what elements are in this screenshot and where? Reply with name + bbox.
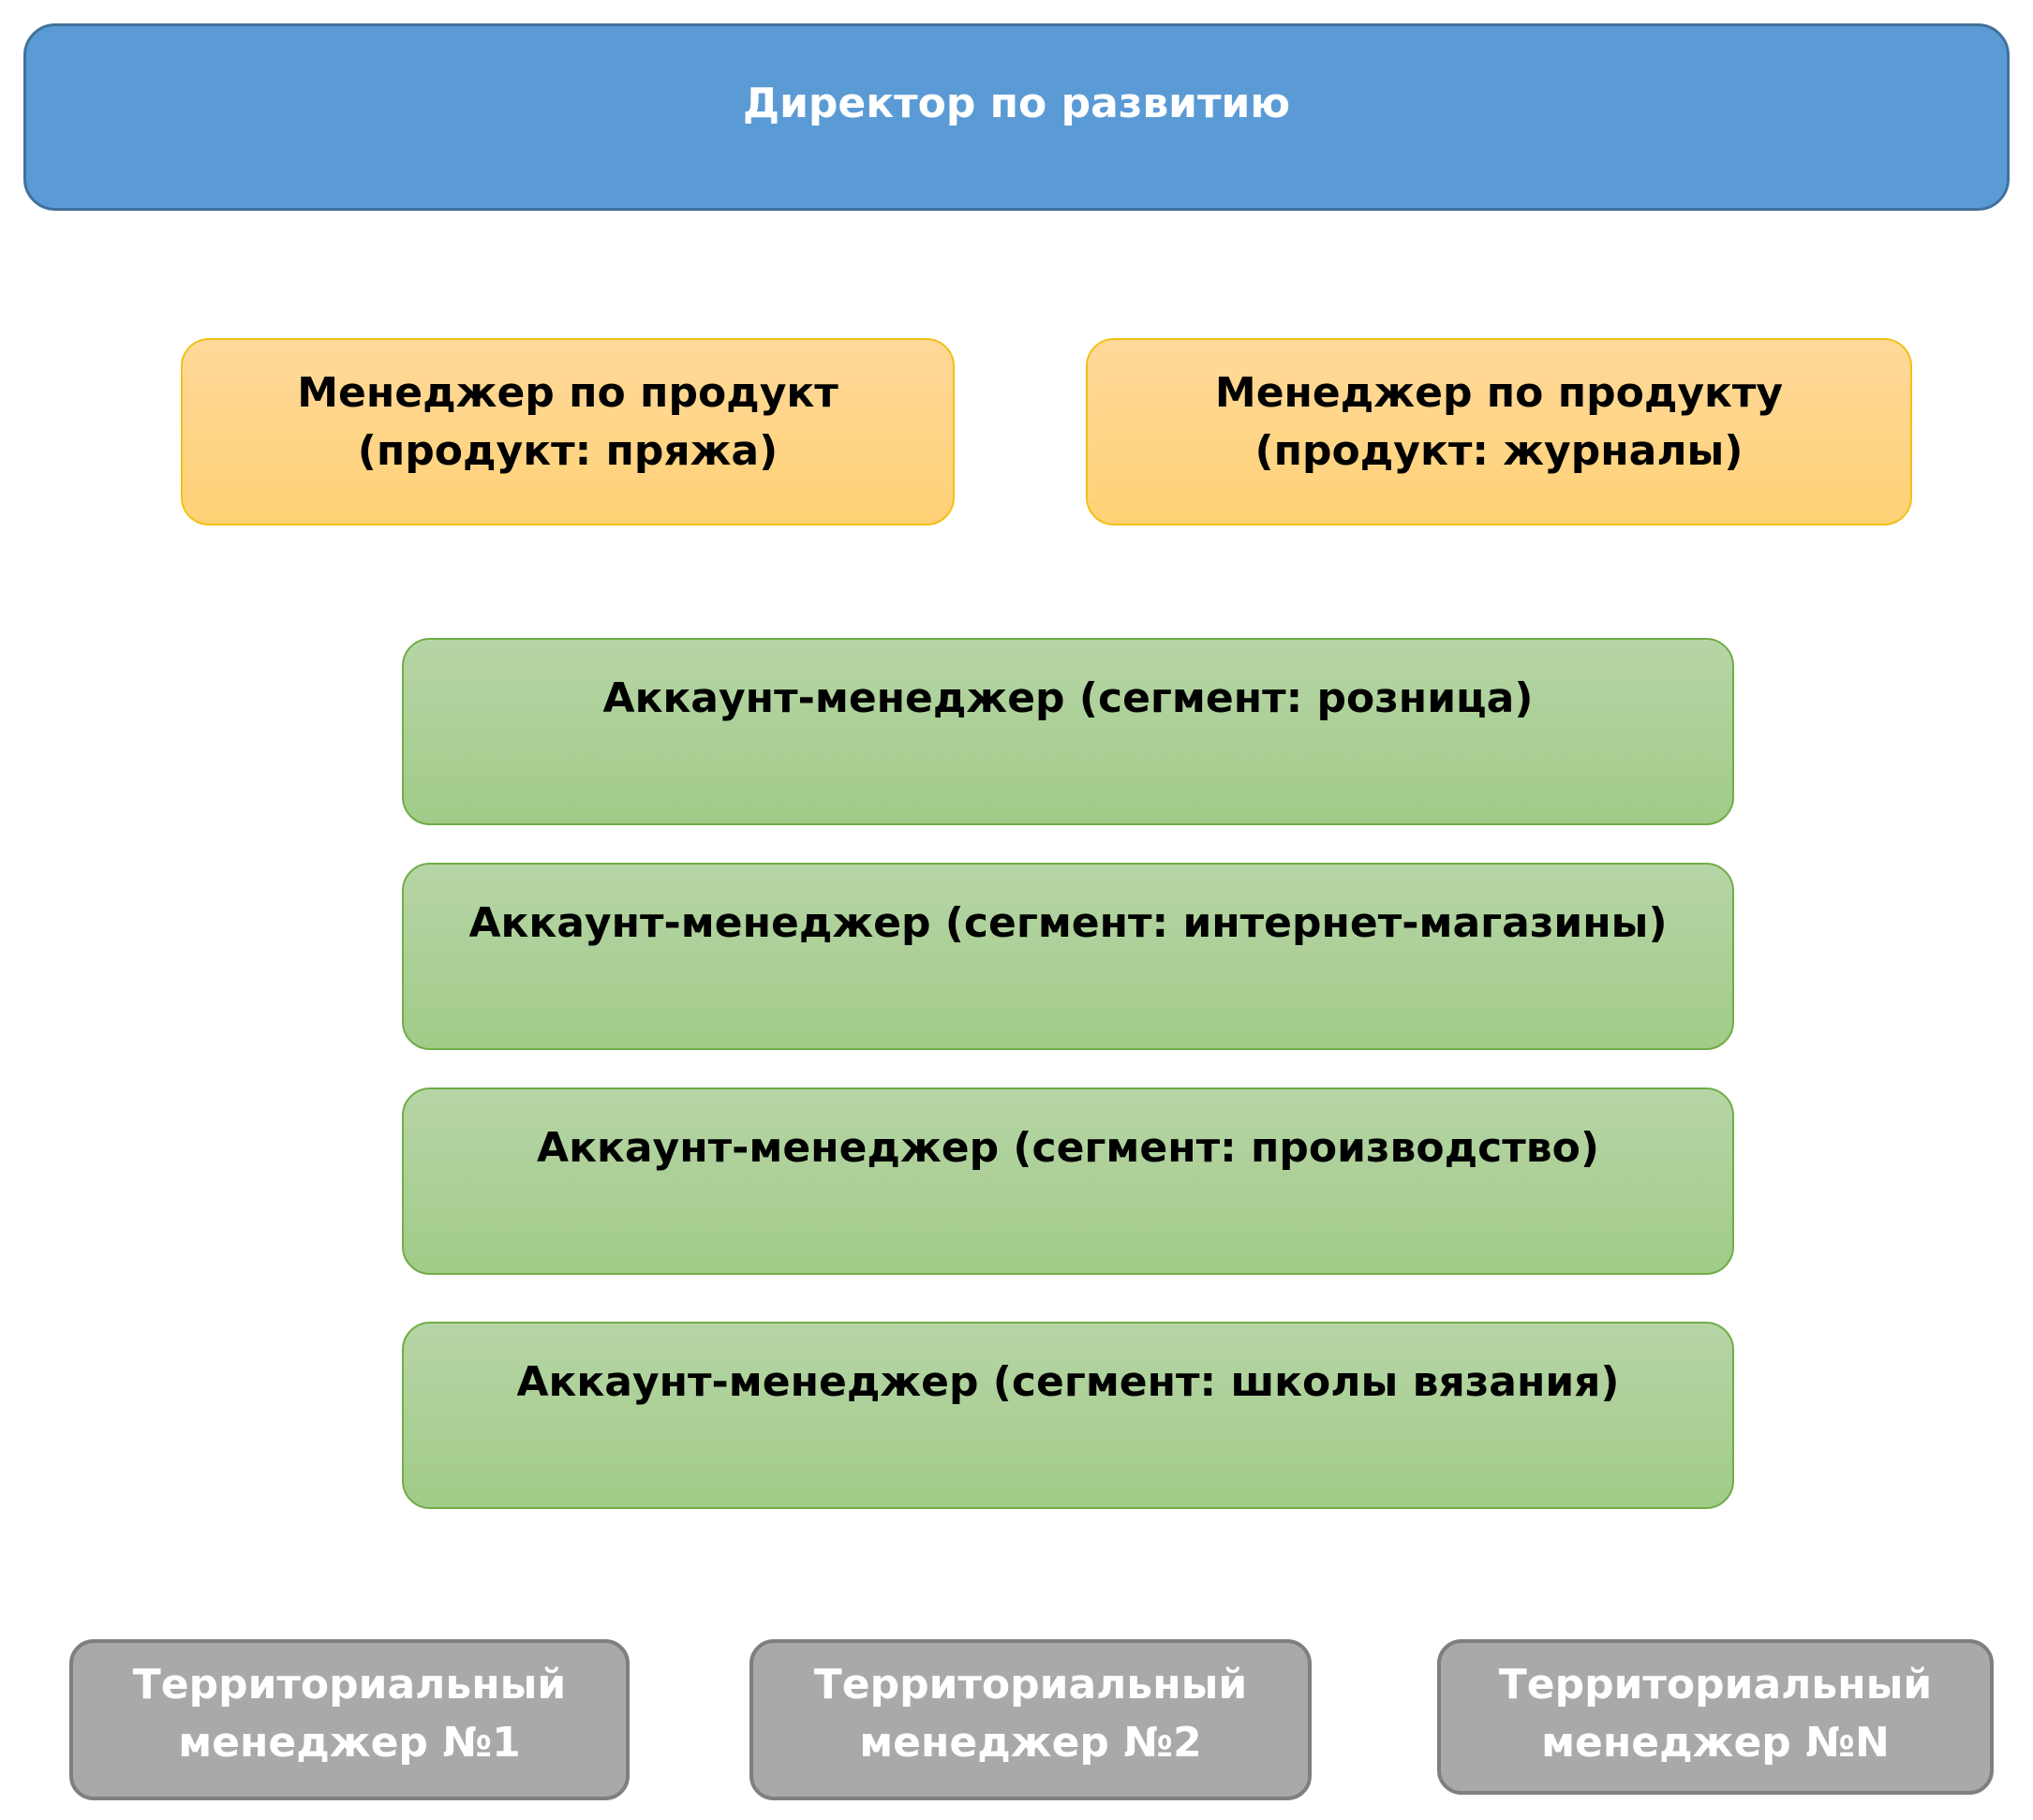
product-manager-title: Менеджер по продукту	[1214, 369, 1784, 417]
territorial-manager-title: Территориальный	[813, 1661, 1248, 1709]
director-title: Директор по развитию	[742, 80, 1291, 127]
territorial-manager-box-1: Территориальный менеджер №1	[69, 1639, 630, 1800]
product-manager-product: (продукт: пряжа)	[357, 427, 779, 475]
account-manager-box-retail: Аккаунт-менеджер (сегмент: розница)	[402, 638, 1734, 825]
product-manager-box-magazines: Менеджер по продукту (продукт: журналы)	[1086, 338, 1912, 525]
territorial-manager-title: Территориальный	[1498, 1661, 1933, 1709]
account-manager-box-knitting-schools: Аккаунт-менеджер (сегмент: школы вязания…	[402, 1322, 1734, 1509]
territorial-manager-number: менеджер №1	[178, 1719, 521, 1767]
territorial-manager-box-n: Территориальный менеджер №N	[1437, 1639, 1994, 1795]
account-manager-label: Аккаунт-менеджер (сегмент: интернет-мага…	[468, 899, 1668, 947]
territorial-manager-number: менеджер №2	[859, 1719, 1202, 1767]
territorial-manager-box-2: Территориальный менеджер №2	[749, 1639, 1312, 1800]
director-box: Директор по развитию	[23, 23, 2010, 211]
account-manager-label: Аккаунт-менеджер (сегмент: производство)	[537, 1124, 1599, 1172]
product-manager-box-yarn: Менеджер по продукт (продукт: пряжа)	[181, 338, 955, 525]
account-manager-label: Аккаунт-менеджер (сегмент: розница)	[602, 674, 1534, 722]
territorial-manager-title: Территориальный	[132, 1661, 567, 1709]
product-manager-product: (продукт: журналы)	[1254, 427, 1744, 475]
account-manager-label: Аккаунт-менеджер (сегмент: школы вязания…	[516, 1358, 1620, 1406]
product-manager-title: Менеджер по продукт	[297, 369, 838, 417]
account-manager-box-production: Аккаунт-менеджер (сегмент: производство)	[402, 1088, 1734, 1275]
account-manager-box-online-stores: Аккаунт-менеджер (сегмент: интернет-мага…	[402, 863, 1734, 1050]
territorial-manager-number: менеджер №N	[1541, 1719, 1890, 1767]
